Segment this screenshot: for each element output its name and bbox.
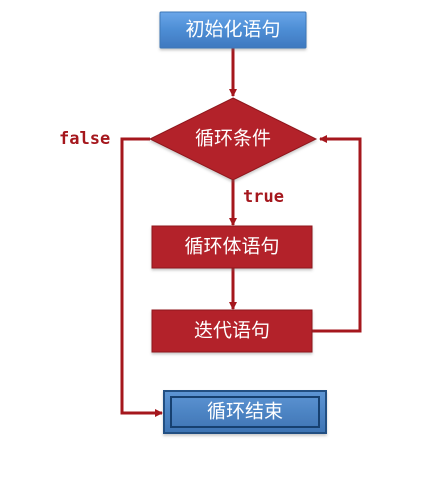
loop-end-node <box>163 390 327 434</box>
arrow-iterate-loop-back <box>312 135 362 333</box>
iterate-node <box>151 309 313 353</box>
arrow-condition-false-to-end <box>120 137 163 417</box>
init-node-label: 初始化语句 <box>185 19 280 41</box>
condition-node <box>148 97 318 181</box>
loop-body-node <box>151 225 313 269</box>
condition-node-label: 循环条件 <box>195 128 271 150</box>
iterate-node-label: 迭代语句 <box>194 320 270 342</box>
init-node <box>159 11 307 49</box>
loop-end-node-label: 循环结束 <box>207 401 283 423</box>
loop-body-node-label: 循环体语句 <box>184 236 279 258</box>
true-edge-label: true <box>243 187 284 207</box>
false-edge-label: false <box>59 129 110 149</box>
